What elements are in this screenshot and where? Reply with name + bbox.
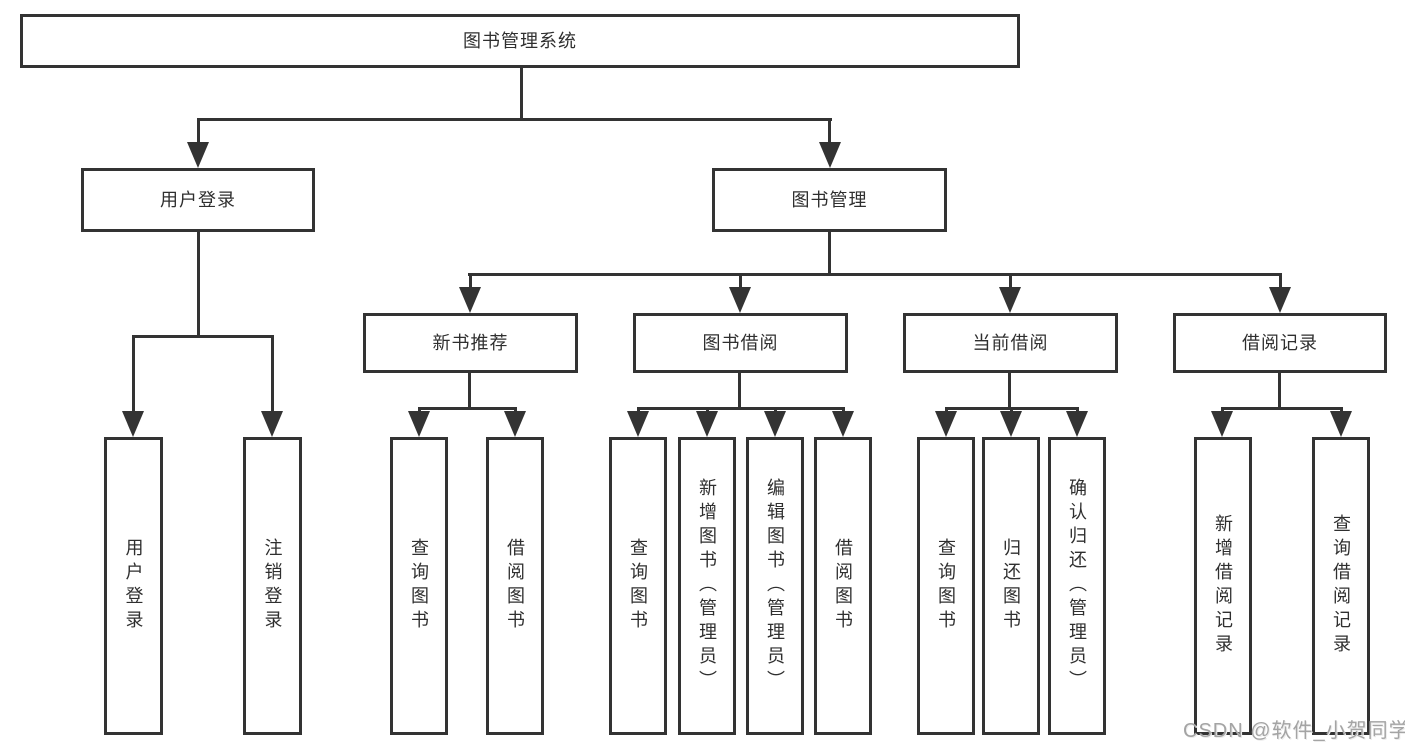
connector-root-stem — [520, 68, 523, 118]
connector-drop-bb-edit — [774, 407, 777, 412]
connector-drop-ul-logout — [271, 335, 274, 411]
connector-drop-ul-login — [132, 335, 135, 411]
connector-book-borrow-split — [637, 407, 844, 410]
node-library-system: 图书管理系统 — [20, 14, 1020, 68]
arrowhead-down-icon — [935, 411, 957, 437]
connector-drop-bb-borrow — [842, 407, 845, 412]
leaf-cb-query-books-label: 查询图书 — [936, 538, 956, 634]
leaf-bb-add-books-admin-label: 新增图书（管理员） — [697, 478, 717, 694]
node-library-system-label: 图书管理系统 — [463, 31, 577, 51]
arrowhead-down-icon — [729, 287, 751, 313]
node-new-books-label: 新书推荐 — [432, 333, 509, 353]
connector-drop-cb-confirm — [1076, 407, 1079, 412]
node-current-borrow: 当前借阅 — [903, 313, 1118, 373]
connector-level3-split — [468, 273, 1281, 276]
connector-borrow-record-split — [1221, 407, 1342, 410]
leaf-br-add-record-label: 新增借阅记录 — [1213, 514, 1233, 658]
connector-level1-split — [197, 118, 832, 121]
node-user-login-label: 用户登录 — [160, 190, 236, 210]
connector-book-mgmt-stem — [828, 232, 831, 273]
leaf-nb-borrow-books-label: 借阅图书 — [505, 538, 525, 634]
arrowhead-down-icon — [504, 411, 526, 437]
connector-drop-br-query — [1340, 407, 1343, 412]
arrowhead-down-icon — [832, 411, 854, 437]
leaf-br-query-record-label: 查询借阅记录 — [1331, 514, 1351, 658]
leaf-cb-return-books-label: 归还图书 — [1001, 538, 1021, 634]
node-current-borrow-label: 当前借阅 — [972, 333, 1049, 353]
leaf-bb-add-books-admin: 新增图书（管理员） — [678, 437, 736, 735]
arrowhead-down-icon — [459, 287, 481, 313]
connector-drop-book-mgmt — [828, 118, 831, 142]
connector-drop-nb-borrow — [514, 407, 517, 412]
connector-drop-bb-add — [706, 407, 709, 412]
node-user-login: 用户登录 — [81, 168, 315, 232]
leaf-cb-confirm-return-admin-label: 确认归还（管理员） — [1067, 478, 1087, 694]
arrowhead-down-icon — [819, 142, 841, 168]
leaf-nb-query-books: 查询图书 — [390, 437, 448, 735]
leaf-bb-query-books: 查询图书 — [609, 437, 667, 735]
connector-current-borrow-stem — [1008, 373, 1011, 407]
arrowhead-down-icon — [999, 287, 1021, 313]
connector-drop-cb-return — [1010, 407, 1013, 412]
connector-new-books-split — [418, 407, 517, 410]
leaf-cb-confirm-return-admin: 确认归还（管理员） — [1048, 437, 1106, 735]
leaf-br-add-record: 新增借阅记录 — [1194, 437, 1252, 735]
leaf-cb-query-books: 查询图书 — [917, 437, 975, 735]
leaf-bb-edit-books-admin: 编辑图书（管理员） — [746, 437, 804, 735]
node-book-mgmt: 图书管理 — [712, 168, 947, 232]
node-borrow-record: 借阅记录 — [1173, 313, 1387, 373]
connector-drop-current-borrow — [1009, 273, 1012, 287]
leaf-bb-query-books-label: 查询图书 — [628, 538, 648, 634]
connector-drop-book-borrow — [739, 273, 742, 287]
arrowhead-down-icon — [696, 411, 718, 437]
connector-user-login-stem — [197, 232, 200, 335]
leaf-bb-borrow-books-label: 借阅图书 — [833, 538, 853, 634]
connector-drop-new-books — [469, 273, 472, 287]
arrowhead-down-icon — [1066, 411, 1088, 437]
leaf-bb-borrow-books: 借阅图书 — [814, 437, 872, 735]
connector-drop-br-add — [1221, 407, 1224, 412]
arrowhead-down-icon — [627, 411, 649, 437]
arrowhead-down-icon — [261, 411, 283, 437]
leaf-logout: 注销登录 — [243, 437, 302, 735]
arrowhead-down-icon — [408, 411, 430, 437]
arrowhead-down-icon — [764, 411, 786, 437]
connector-drop-user-login — [197, 118, 200, 142]
connector-new-books-stem — [468, 373, 471, 407]
connector-book-borrow-stem — [738, 373, 741, 407]
leaf-cb-return-books: 归还图书 — [982, 437, 1040, 735]
node-book-mgmt-label: 图书管理 — [791, 190, 868, 210]
connector-drop-nb-query — [418, 407, 421, 412]
arrowhead-down-icon — [1330, 411, 1352, 437]
leaf-br-query-record: 查询借阅记录 — [1312, 437, 1370, 735]
leaf-logout-label: 注销登录 — [262, 538, 283, 634]
leaf-nb-query-books-label: 查询图书 — [409, 538, 429, 634]
connector-drop-borrow-record — [1279, 273, 1282, 287]
leaf-nb-borrow-books: 借阅图书 — [486, 437, 544, 735]
arrowhead-down-icon — [1000, 411, 1022, 437]
leaf-user-login: 用户登录 — [104, 437, 163, 735]
connector-drop-cb-query — [945, 407, 948, 412]
leaf-bb-edit-books-admin-label: 编辑图书（管理员） — [765, 478, 785, 694]
arrowhead-down-icon — [1269, 287, 1291, 313]
connector-drop-bb-query — [637, 407, 640, 412]
node-borrow-record-label: 借阅记录 — [1242, 333, 1318, 353]
csdn-watermark: CSDN @软件_小贺同学 — [1183, 720, 1405, 742]
arrowhead-down-icon — [1211, 411, 1233, 437]
leaf-user-login-label: 用户登录 — [123, 538, 144, 634]
connector-user-login-split — [132, 335, 274, 338]
node-book-borrow: 图书借阅 — [633, 313, 848, 373]
arrowhead-down-icon — [122, 411, 144, 437]
node-book-borrow-label: 图书借阅 — [702, 333, 779, 353]
arrowhead-down-icon — [187, 142, 209, 168]
node-new-books: 新书推荐 — [363, 313, 578, 373]
connector-borrow-record-stem — [1278, 373, 1281, 407]
